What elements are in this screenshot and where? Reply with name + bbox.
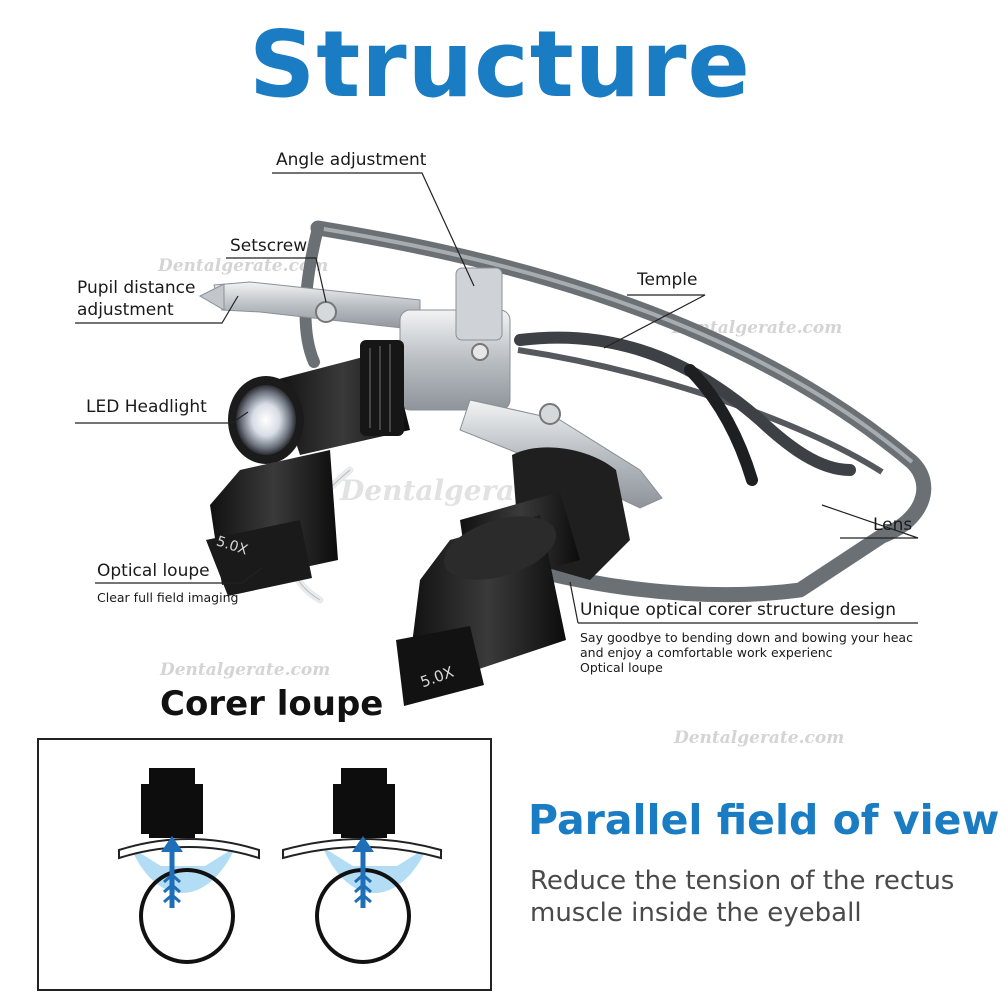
label-unique-sub-1: Say goodbye to bending down and bowing y…	[580, 630, 913, 645]
corer-loupe-diagram	[37, 738, 492, 991]
parallel-heading: Parallel field of view	[528, 796, 1000, 844]
label-lens: Lens	[873, 515, 913, 535]
label-pupil-distance-line2: adjustment	[77, 300, 174, 320]
left-loupe	[206, 450, 338, 596]
label-led-headlight: LED Headlight	[86, 397, 207, 417]
eye-schematic-right	[282, 768, 442, 964]
label-optical-loupe: Optical loupe	[97, 561, 210, 581]
parallel-description-line2: muscle inside the eyeball	[530, 898, 862, 928]
label-unique-sub-3: Optical loupe	[580, 660, 663, 675]
watermark: Dentalgerate.com	[158, 256, 329, 276]
label-setscrew: Setscrew	[230, 236, 308, 256]
glasses-frame	[299, 220, 932, 603]
parallel-description-line1: Reduce the tension of the rectus	[530, 866, 955, 896]
watermark: Dentalgerate.com	[160, 660, 331, 680]
eye-schematics	[118, 768, 442, 964]
label-angle-adjustment: Angle adjustment	[276, 150, 427, 170]
label-optical-loupe-sub: Clear full field imaging	[97, 590, 239, 605]
label-unique-sub-2: and enjoy a comfortable work experienc	[580, 645, 833, 660]
right-loupe	[396, 447, 630, 706]
label-temple: Temple	[637, 270, 698, 290]
eye-schematic-left	[118, 768, 260, 964]
label-unique-design: Unique optical corer structure design	[580, 600, 897, 620]
watermark: Dentalgerate.com	[674, 728, 845, 748]
page-title: Structure	[249, 11, 751, 118]
corer-loupe-heading: Corer loupe	[160, 684, 384, 724]
label-pupil-distance: Pupil distance	[77, 278, 196, 298]
led-headlight	[228, 340, 410, 464]
